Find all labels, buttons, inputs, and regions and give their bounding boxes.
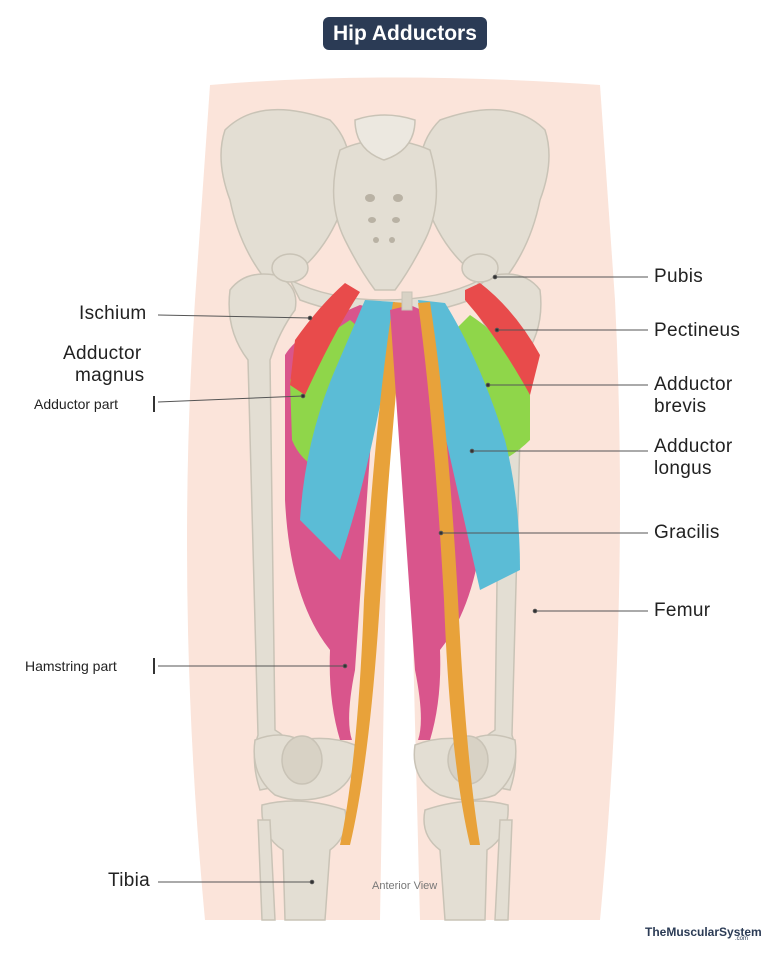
right-adductor-longus [418, 300, 520, 590]
label-femur: Femur [654, 600, 711, 621]
brand-suffix: .com [735, 936, 749, 942]
left-gracilis [340, 302, 405, 845]
brand-logo: TheMuscularSystem [645, 925, 762, 939]
label-gracilis: Gracilis [654, 522, 720, 543]
label-adductor-magnus-line2: magnus [75, 365, 145, 386]
view-caption: Anterior View [372, 880, 438, 892]
label-hamstring-part: Hamstring part [25, 658, 117, 674]
right-gracilis [418, 302, 480, 845]
leader-lines [157, 274, 648, 885]
pelvis [220, 108, 550, 316]
bracket-hamstring-part [153, 658, 155, 674]
left-pectineus [290, 283, 360, 395]
leg-gap [380, 325, 420, 920]
left-adductor-longus [300, 300, 395, 560]
label-adductor-longus-line1: Adductor [654, 436, 733, 457]
right-adductors [390, 283, 540, 845]
right-pectineus [465, 283, 540, 395]
label-adductor-brevis-line1: Adductor [654, 374, 733, 395]
pubic-symphysis [401, 291, 413, 311]
label-ischium: Ischium [79, 303, 147, 324]
label-tibia: Tibia [108, 870, 150, 891]
label-pubis: Pubis [654, 266, 704, 287]
diagram-title: Hip Adductors [323, 17, 487, 50]
label-adductor-longus-line2: longus [654, 458, 712, 479]
tibias [257, 800, 513, 921]
sacral-foramina [365, 194, 403, 243]
left-adductors [285, 283, 405, 845]
label-pectineus: Pectineus [654, 320, 741, 341]
bracket-adductor-part [153, 396, 155, 412]
label-adductor-brevis-line2: brevis [654, 396, 707, 417]
label-adductor-magnus-line1: Adductor [63, 343, 142, 364]
label-adductor-part: Adductor part [34, 396, 119, 412]
